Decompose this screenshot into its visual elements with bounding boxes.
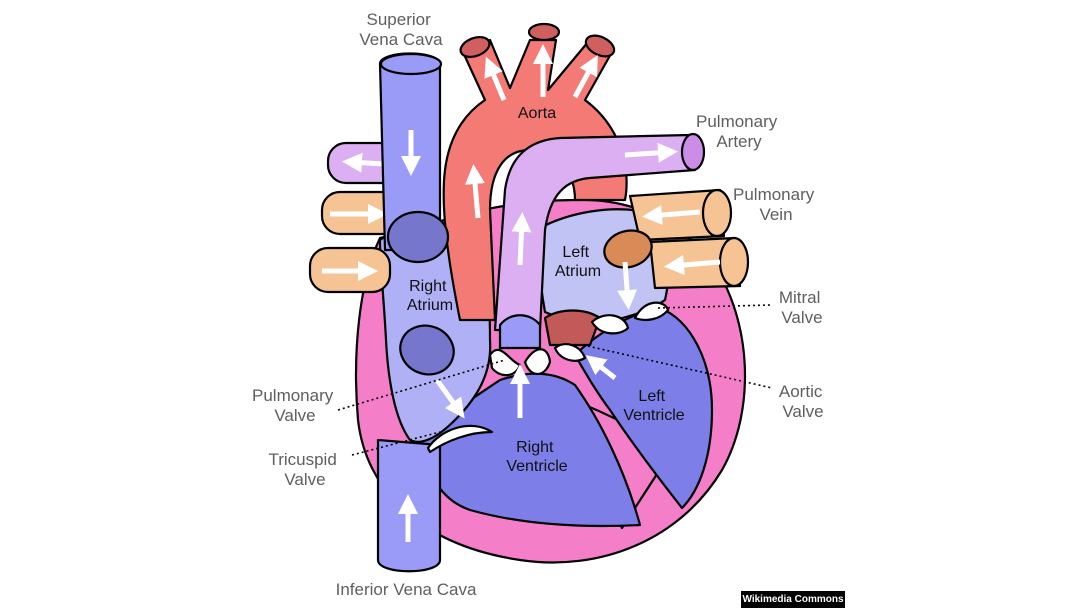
label-inferior-vena-cava: Inferior Vena Cava <box>336 580 477 599</box>
pulmonary-artery <box>493 132 706 332</box>
label-aortic-valve: Aortic Valve <box>779 382 827 421</box>
label-pulmonary-valve: Pulmonary Valve <box>252 386 338 425</box>
valves <box>426 301 670 454</box>
label-right-atrium: Right Atrium <box>407 278 453 314</box>
label-aorta: Aorta <box>518 105 556 122</box>
flow-arrows <box>434 261 638 419</box>
label-pulmonary-artery: Pulmonary Artery <box>696 112 782 151</box>
label-pulmonary-vein: Pulmonary Vein <box>733 185 819 224</box>
credit-badge: Wikimedia Commons <box>741 591 845 608</box>
aorta <box>442 22 628 347</box>
label-mitral-valve: Mitral Valve <box>779 288 825 327</box>
right-ventricle-chamber <box>418 372 642 528</box>
vena-cava <box>376 52 455 573</box>
label-left-ventricle: Left Ventricle <box>623 388 684 424</box>
label-tricuspid-valve: Tricuspid Valve <box>268 450 341 489</box>
label-right-ventricle: Right Ventricle <box>506 439 567 475</box>
pulmonary-vein-right <box>628 188 750 290</box>
pulmonary-vein-opening <box>603 229 653 269</box>
leader-lines <box>337 304 773 456</box>
pulmonary-vein-left <box>308 190 404 294</box>
label-superior-vena-cava: Superior Vena Cava <box>359 10 443 49</box>
label-left-atrium: Left Atrium <box>555 244 601 280</box>
